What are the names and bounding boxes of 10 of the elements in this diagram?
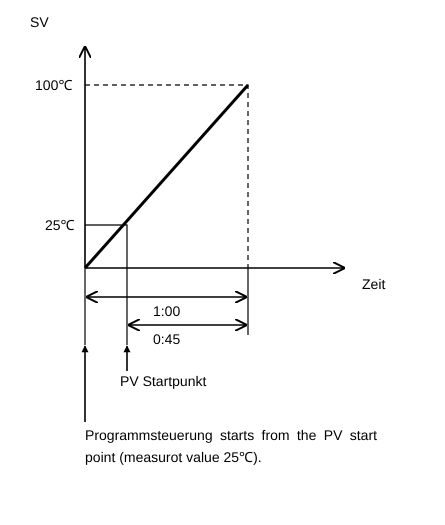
leader-arrow	[82, 345, 88, 422]
leader-arrow	[124, 345, 130, 371]
tick-label: 100℃	[35, 77, 72, 93]
axis-label: Zeit	[362, 276, 386, 292]
tick-label: 25℃	[45, 217, 75, 233]
annotation-text: PV Startpunkt	[120, 373, 206, 389]
annotation-text: Programmsteuerung starts from the PV start point (measurot value 25℃).	[85, 424, 377, 468]
dimension-label: 0:45	[153, 331, 180, 347]
axis-label: SV	[30, 14, 49, 30]
dimension-label: 1:00	[153, 303, 180, 319]
